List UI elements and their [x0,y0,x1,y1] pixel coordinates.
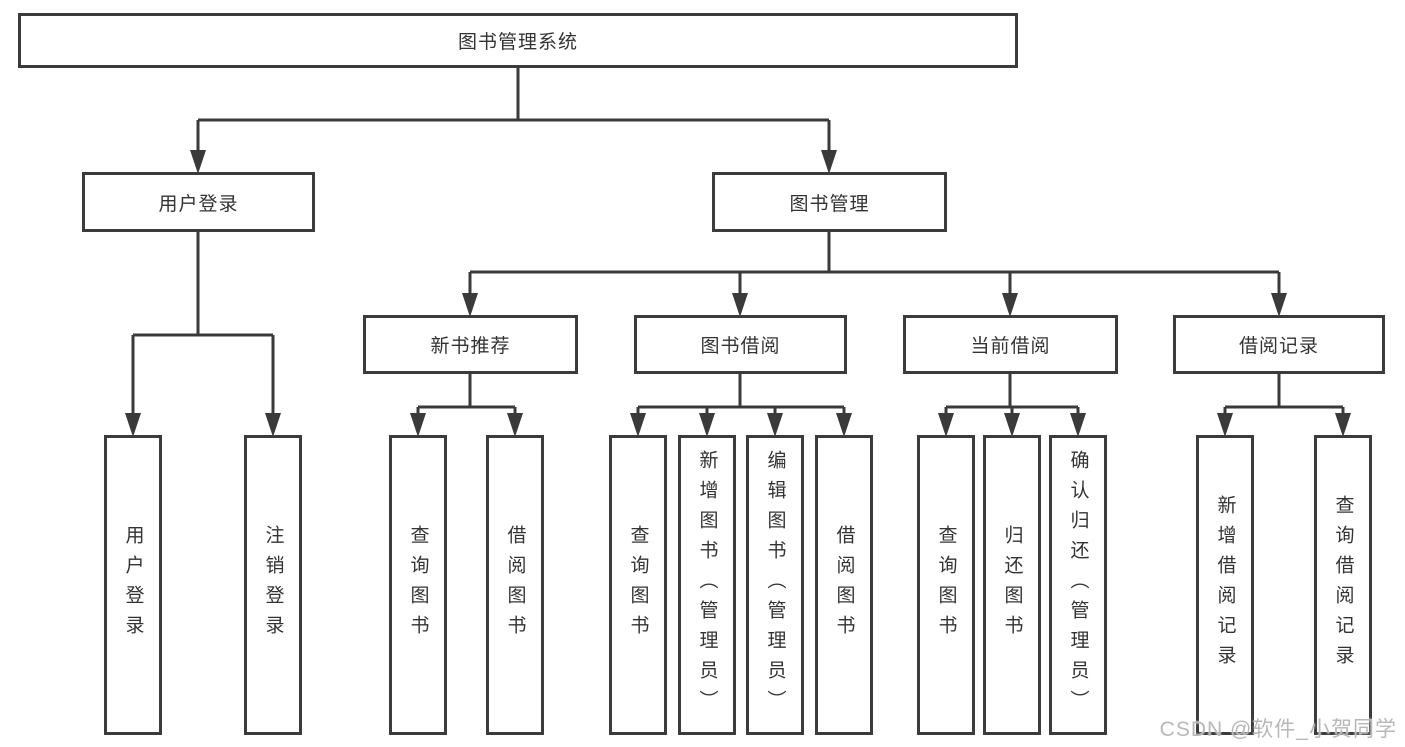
node-label: 新书推荐 [430,336,511,357]
leaf-return-books: 归还图书 [983,435,1041,735]
node-label: 借阅图书 [833,525,855,645]
node-label: 新增借阅记录 [1214,495,1236,675]
leaf-confirm-return-admin: 确认归还（管理员） [1049,435,1107,735]
node-label: 用户登录 [158,193,239,215]
node-book-borrowing: 图书借阅 [634,315,847,374]
node-label: 借阅图书 [504,525,526,645]
node-user-login: 用户登录 [82,172,315,232]
node-label: 新增图书（管理员） [696,450,718,720]
node-label: 查询图书 [407,525,429,645]
leaf-borrow-books: 借阅图书 [815,435,873,735]
leaf-query-books-recommend: 查询图书 [389,435,447,735]
node-current-borrowing: 当前借阅 [903,315,1118,374]
node-label: 确认归还（管理员） [1067,450,1089,720]
node-library-management-system: 图书管理系统 [18,13,1018,68]
leaf-edit-books-admin: 编辑图书（管理员） [746,435,804,735]
node-label: 查询图书 [935,525,957,645]
leaf-add-books-admin: 新增图书（管理员） [678,435,736,735]
leaf-borrow-books-recommend: 借阅图书 [486,435,544,735]
leaf-user-login: 用户登录 [104,435,162,735]
leaf-query-borrow-record: 查询借阅记录 [1314,435,1372,735]
node-label: 归还图书 [1001,525,1023,645]
node-label: 查询图书 [627,525,649,645]
node-label: 图书管理 [789,193,870,215]
leaf-query-books-borrow: 查询图书 [609,435,667,735]
node-label: 图书管理系统 [457,32,578,53]
node-label: 借阅记录 [1238,336,1319,357]
leaf-logout: 注销登录 [244,435,302,735]
node-label: 查询借阅记录 [1332,495,1354,675]
node-label: 当前借阅 [970,336,1051,357]
csdn-watermark: CSDN @软件_小贺同学 [1159,718,1397,741]
node-label: 注销登录 [262,525,284,645]
node-new-book-recommendation: 新书推荐 [363,315,578,374]
node-label: 编辑图书（管理员） [764,450,786,720]
node-label: 图书借阅 [700,336,781,357]
leaf-add-borrow-record: 新增借阅记录 [1196,435,1254,735]
node-label: 用户登录 [122,525,144,645]
connector-segments [131,68,1345,431]
leaf-query-books-current: 查询图书 [917,435,975,735]
node-book-management: 图书管理 [712,172,947,232]
node-borrowing-records: 借阅记录 [1173,315,1385,374]
arrowheads [125,150,1351,437]
